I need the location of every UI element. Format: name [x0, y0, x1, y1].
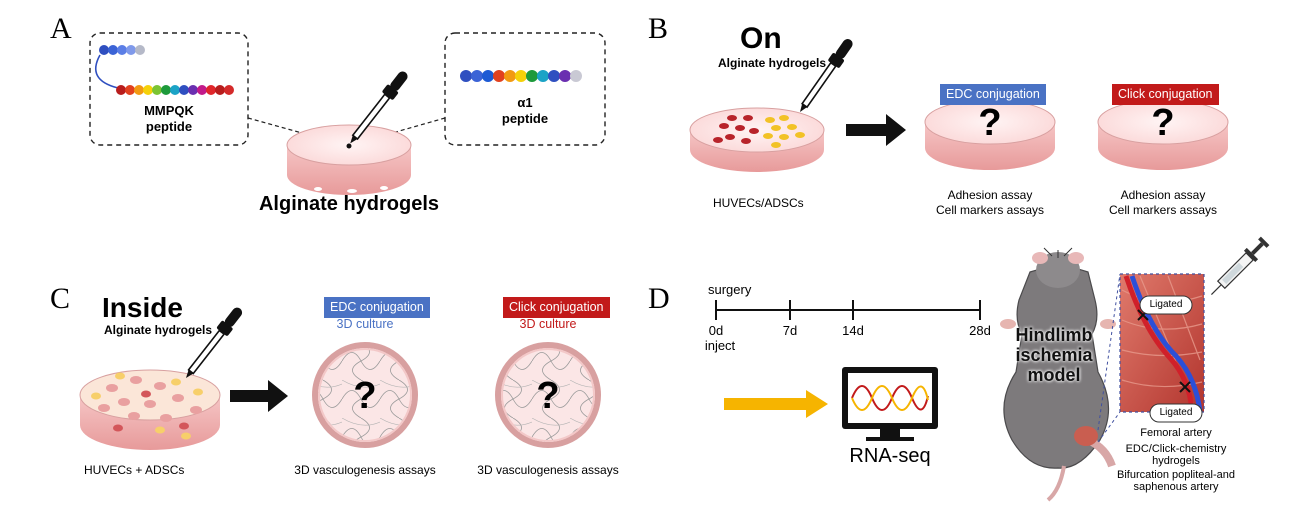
panel-a: [89, 32, 606, 195]
surgery-label: surgery: [708, 282, 752, 297]
saphenous-artery-label: saphenous artery: [1133, 481, 1219, 493]
connector-right: [349, 117, 446, 146]
dropper-b: [800, 39, 853, 112]
mmpqk-peptide-chain: [95, 45, 234, 95]
arrow-c: [230, 380, 288, 412]
mmpqk-peptide-label: peptide: [145, 119, 193, 134]
femoral-artery-label: Femoral artery: [1140, 427, 1212, 439]
edc-3d-culture-label: 3D culture: [336, 317, 394, 331]
panel-c: [79, 307, 601, 450]
dish-b-edc: [924, 99, 1056, 170]
inject-label: inject: [704, 338, 736, 353]
panel-label-c: C: [50, 282, 71, 315]
ligated-label-bottom: Ligated: [1159, 407, 1193, 418]
edc-conjugation-badge-b: EDC conjugation: [940, 84, 1046, 105]
click-conjugation-badge-b: Click conjugation: [1112, 84, 1219, 105]
time-7d: 7d: [782, 323, 798, 338]
question-mark-c-edc: ?: [353, 375, 377, 417]
panel-label-b: B: [648, 12, 669, 45]
alpha1-peptide-chain: [460, 70, 582, 82]
dropper-a: [350, 71, 408, 144]
yellow-arrow: [724, 390, 828, 418]
time-0d: 0d: [708, 323, 724, 338]
model-label: model: [1027, 365, 1081, 385]
muscle-inset: [1119, 273, 1205, 413]
circle-c-edc: [312, 342, 418, 448]
time-28d: 28d: [969, 323, 991, 338]
dish-a: [286, 124, 412, 195]
cell-markers-b-click: Cell markers assays: [1108, 203, 1218, 217]
click-conjugation-badge-c: Click conjugation: [503, 297, 610, 318]
time-14d: 14d: [842, 323, 864, 338]
bifurcation-label: Bifurcation popliteal-and: [1116, 469, 1236, 481]
ligated-pill-bottom: [1149, 403, 1203, 423]
connector-left: [247, 117, 346, 146]
monitor-icon: [842, 367, 938, 441]
rna-seq-label: RNA-seq: [849, 445, 931, 467]
dropper-c: [186, 307, 243, 378]
ligated-pill-top: [1139, 295, 1193, 315]
arrow-b: [846, 114, 906, 146]
zoom-line-top: [1097, 273, 1121, 431]
circle-c-click: [495, 342, 601, 448]
ischemia-label: ischemia: [1015, 345, 1093, 365]
cell-markers-b-edc: Cell markers assays: [935, 203, 1045, 217]
on-title: On: [740, 22, 782, 55]
vasculogenesis-assays-edc: 3D vasculogenesis assays: [294, 463, 436, 477]
panel-label-a: A: [50, 12, 72, 45]
click-3d-culture-label: 3D culture: [519, 317, 577, 331]
question-mark-b-click: ?: [1151, 102, 1175, 144]
dish-b-cells: [689, 107, 825, 172]
panel-b: [689, 39, 1229, 172]
hindlimb-label: Hindlimb: [1015, 325, 1093, 345]
zoom-line-bottom: [1097, 411, 1121, 443]
dish-b-click: [1097, 99, 1229, 170]
edc-click-label: EDC/Click-chemistry: [1125, 443, 1227, 455]
syringe-icon: [1210, 236, 1270, 296]
question-mark-b-edc: ?: [978, 102, 1002, 144]
ligated-label-top: Ligated: [1149, 299, 1183, 310]
adhesion-assay-b-edc: Adhesion assay: [947, 188, 1033, 202]
edc-conjugation-badge-c: EDC conjugation: [324, 297, 430, 318]
alginate-hydrogels-label: Alginate hydrogels: [258, 193, 440, 215]
adhesion-assay-b-click: Adhesion assay: [1120, 188, 1206, 202]
question-mark-c-click: ?: [536, 375, 560, 417]
alpha1-callout-box: [444, 32, 606, 146]
on-subtitle: Alginate hydrogels: [718, 56, 827, 70]
vasculogenesis-assays-click: 3D vasculogenesis assays: [477, 463, 619, 477]
inside-title: Inside: [102, 292, 183, 323]
huvecs-adscs-label: HUVECs/ADSCs: [713, 196, 804, 210]
huvecs-plus-adscs-label: HUVECs + ADSCs: [84, 463, 185, 477]
dish-c-cells: [79, 369, 221, 450]
hydrogels-label: hydrogels: [1152, 455, 1200, 467]
mmpqk-label: MMPQK: [144, 103, 194, 118]
alpha1-peptide-label: peptide: [501, 111, 549, 126]
panel-label-d: D: [648, 282, 670, 315]
alpha1-label: α1: [517, 95, 533, 110]
inside-subtitle: Alginate hydrogels: [104, 323, 213, 337]
mouse-illustration: [1000, 247, 1116, 502]
panel-d: [715, 236, 1270, 502]
